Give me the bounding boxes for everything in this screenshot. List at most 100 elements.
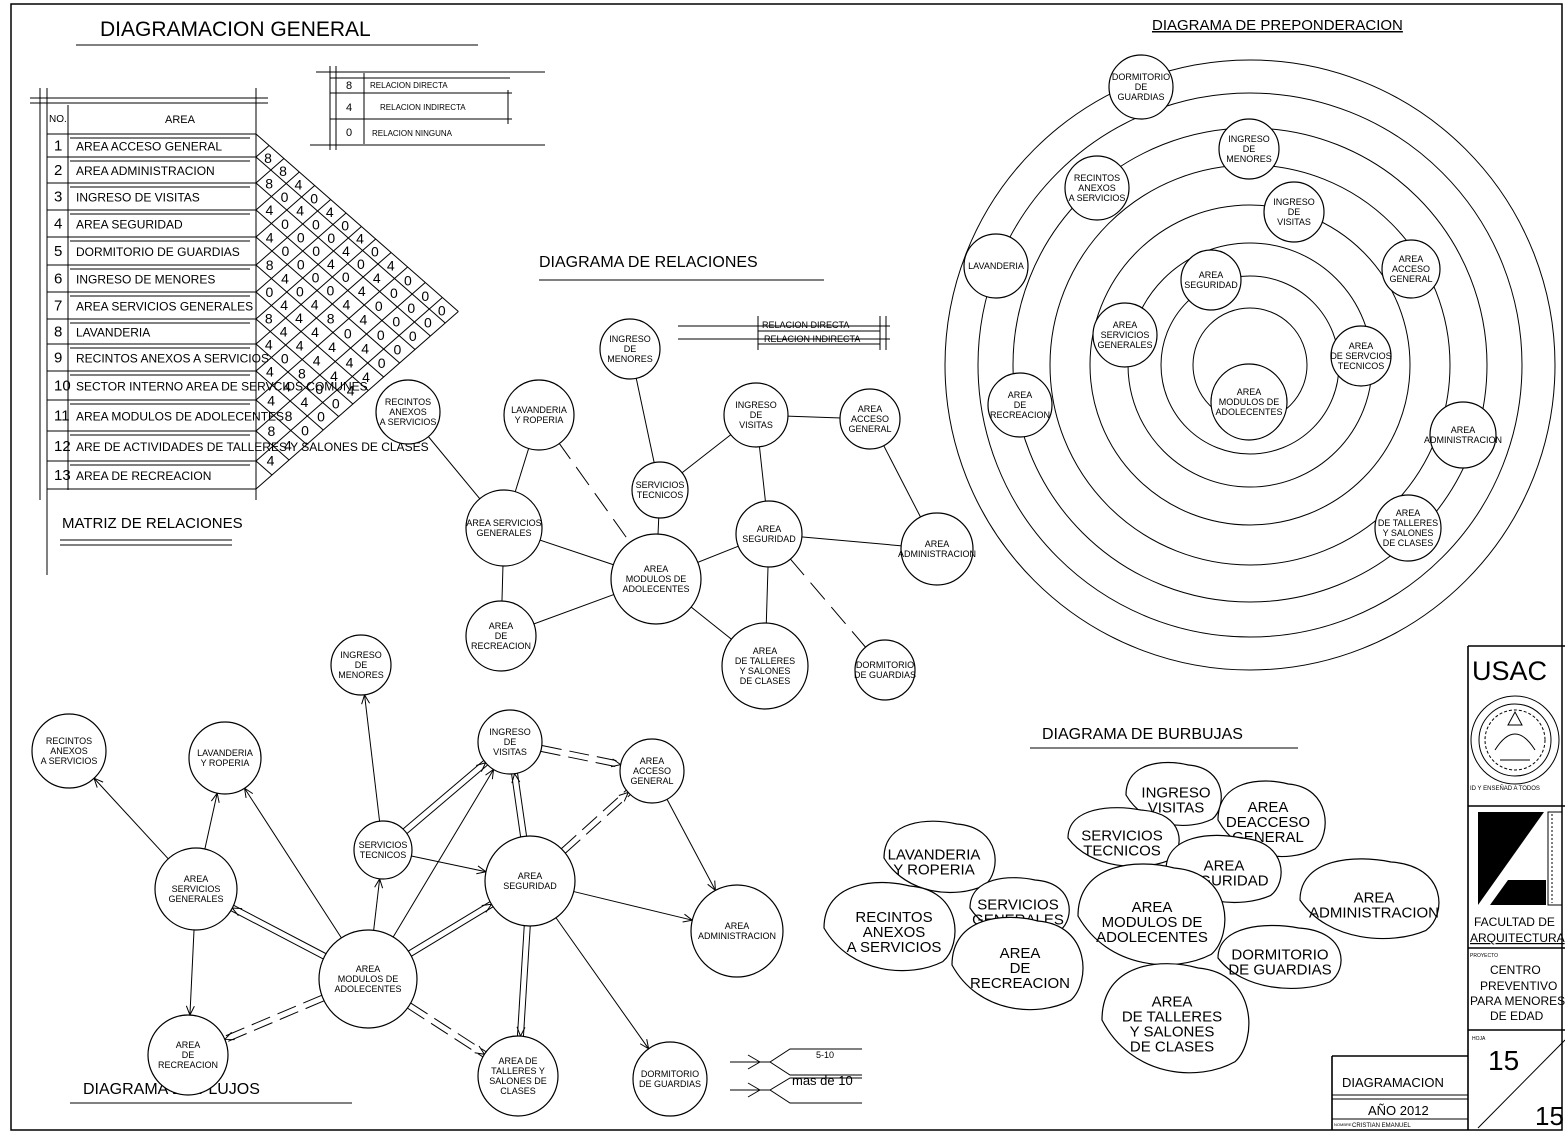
matrix-cell-value: 4 — [280, 324, 288, 340]
year-label: AÑO 2012 — [1368, 1103, 1429, 1118]
preponderance-node-circle — [1210, 363, 1288, 441]
matrix-cell-value: 0 — [301, 422, 309, 438]
usac-label: USAC — [1472, 656, 1547, 686]
matrix-cell-value: 0 — [317, 408, 325, 424]
matrix-cell-value: 0 — [424, 315, 432, 331]
flow-node-label: AREA DE — [498, 1056, 537, 1066]
rel-legend-direct: RELACION DIRECTA — [762, 320, 849, 330]
matrix-cell-value: 0 — [357, 256, 365, 272]
matrix-cell-value: 4 — [356, 231, 364, 247]
matrix-row-num: 9 — [54, 350, 62, 367]
preponderance-node-label: MODULOS DE — [1219, 397, 1280, 407]
relation-node-circle — [465, 489, 543, 567]
matrix-cell-value: 4 — [265, 202, 273, 218]
rel-legend-indirect: RELACION INDIRECTA — [764, 334, 860, 344]
flow-node-label: VISITAS — [493, 747, 527, 757]
faculty-line-2: ARQUITECTURA — [1470, 931, 1565, 945]
matrix-cell-value: 4 — [311, 324, 319, 340]
relation-node-label: A SERVICIOS — [380, 417, 437, 427]
relation-node-label: AREA — [489, 621, 514, 631]
flow-node-circle — [31, 713, 107, 789]
preponderance-node-label: ANEXOS — [1078, 183, 1116, 193]
matrix-cell-value: 4 — [281, 270, 289, 286]
flow-node-label: GENERAL — [630, 776, 673, 786]
preponderance-node-circle — [1374, 494, 1442, 562]
relation-node-label: AREA — [644, 564, 669, 574]
relation-node-label: MENORES — [607, 354, 653, 364]
relation-node-label: AREA SERVICIOS — [466, 518, 541, 528]
preponderance-node-label: DE — [1135, 82, 1148, 92]
bubble-label: A SERVICIOS — [847, 939, 942, 956]
flow-node-label: A SERVICIOS — [41, 756, 98, 766]
matrix-row-area: DORMITORIO DE GUARDIAS — [76, 245, 240, 259]
matrix-cell-value: 0 — [342, 269, 350, 285]
flow-node-circle — [477, 709, 543, 775]
matrix-cell-value: 4 — [295, 177, 303, 193]
matrix-cell-value: 4 — [295, 310, 303, 326]
relation-node-circle — [735, 500, 803, 568]
content-label: DIAGRAMACION — [1342, 1075, 1444, 1090]
flow-node-circle — [330, 634, 392, 696]
bubble-label: AREA — [1354, 890, 1395, 907]
preponderance-node-label: INGRESO — [1273, 197, 1315, 207]
relations-matrix-grid: 8840404040008040040400040004040004000044… — [255, 133, 459, 490]
preponderance-node-circle — [1330, 325, 1392, 387]
bubble-label: RECREACION — [970, 975, 1070, 992]
matrix-cell-value: 0 — [296, 283, 304, 299]
preponderance-node-label: ADMINISTRACION — [1424, 435, 1502, 445]
relation-node-label: VISITAS — [739, 420, 773, 430]
flow-node-label: MENORES — [338, 670, 384, 680]
bubble-shape — [1067, 807, 1180, 867]
legend-8-label: RELACION DIRECTA — [370, 81, 448, 90]
relation-node-circle — [721, 622, 809, 710]
preponderance-node-label: AREA — [1237, 387, 1262, 397]
project-line-3: PARA MENORES — [1470, 994, 1565, 1008]
relation-node-label: AREA — [925, 539, 950, 549]
matrix-cell-value: 0 — [312, 243, 320, 259]
preponderance-node-label: AREA — [1113, 320, 1138, 330]
preponderance-node-label: RECREACION — [990, 410, 1050, 420]
bubble-shape — [1077, 863, 1226, 966]
flow-node-label: AREA — [184, 874, 209, 884]
relation-node-circle — [900, 512, 974, 586]
matrix-row-num: 5 — [54, 243, 62, 260]
title-block: USAC ID Y ENSEÑAD A TODOS FACULTAD DE AR… — [1331, 645, 1565, 1131]
relation-node-label: ANEXOS — [389, 407, 427, 417]
relation-node-circle — [503, 379, 575, 451]
flow-node-label: SERVICIOS — [359, 840, 408, 850]
matrix-cell-value: 0 — [375, 298, 383, 314]
preponderance-node-circle — [1108, 54, 1174, 120]
bubble-label: LAVANDERIA — [888, 847, 981, 864]
flow-node-label: LAVANDERIA — [197, 748, 253, 758]
relation-node-circle — [723, 382, 789, 448]
preponderance-node-label: DE CLASES — [1383, 538, 1434, 548]
legend-0-label: RELACION NINGUNA — [372, 129, 453, 138]
preponderance-node-circle — [1429, 401, 1497, 469]
matrix-cell-value: 4 — [280, 297, 288, 313]
matrix-cell-value: 0 — [281, 216, 289, 232]
preponderance-node-label: AREA — [1349, 341, 1374, 351]
seal-caption: ID Y ENSEÑAD A TODOS — [1470, 785, 1540, 792]
preponderance-node-label: AREA — [1451, 425, 1476, 435]
matrix-cell-value: 0 — [393, 341, 401, 357]
relation-node-label: RECINTOS — [385, 397, 431, 407]
flow-node-label: AREA — [176, 1040, 201, 1050]
matrix-cell-value: 8 — [285, 408, 293, 424]
